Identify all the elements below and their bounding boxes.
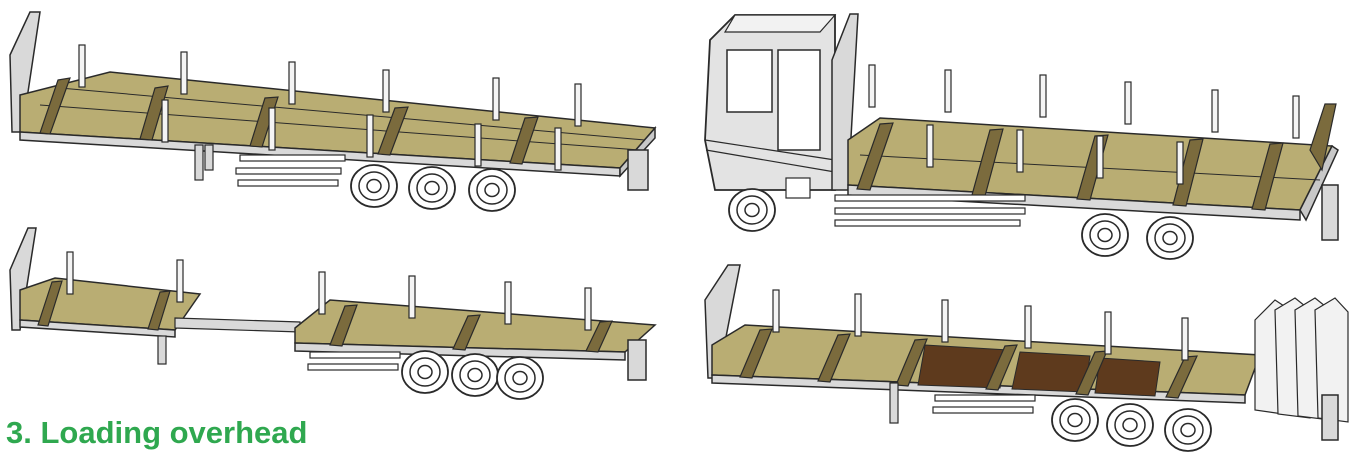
section-title: 3. Loading overhead: [6, 415, 308, 450]
extendable-trailer: [9, 227, 657, 400]
trailer-with-headboard-and-curtains: [704, 264, 1349, 452]
flatbed-trailer-three-axle: [9, 11, 657, 212]
truck-with-flatbed-trailer: [704, 13, 1339, 260]
